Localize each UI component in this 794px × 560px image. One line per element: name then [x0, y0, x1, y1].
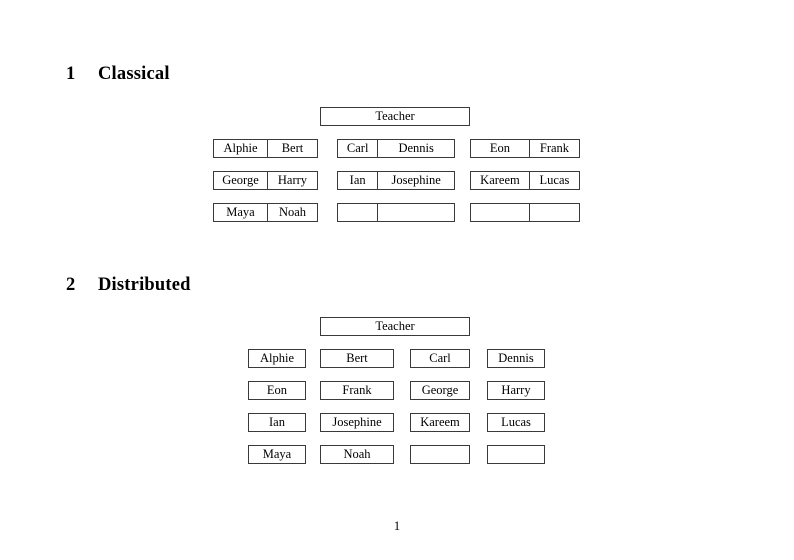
name-box-r2c3: George: [410, 381, 470, 400]
name-box-r1c4: Dennis: [487, 349, 545, 368]
name-cell: Ian: [349, 173, 366, 187]
name-cell: Maya: [226, 205, 255, 219]
name-box-r3c1: Ian: [248, 413, 306, 432]
name-cell: Carl: [346, 141, 369, 155]
pair-group-row2-col3: Kareem Lucas: [470, 171, 580, 190]
name-cell: [338, 204, 377, 221]
section-number: 1: [66, 64, 76, 84]
name-cell: Eon: [489, 141, 511, 155]
pair-group-row3-col3: [470, 203, 580, 222]
pair-group-row3-col1: Maya Noah: [213, 203, 318, 222]
name-cell: Alphie: [223, 141, 258, 155]
teacher-box-distributed: Teacher: [320, 317, 470, 336]
name-box-r4c3: [410, 445, 470, 464]
name-cell: Harry: [266, 172, 317, 189]
name-box-r2c2: Frank: [320, 381, 394, 400]
name-cell: Kareem: [480, 173, 520, 187]
name-box-r1c3: Carl: [410, 349, 470, 368]
name-box-r4c2: Noah: [320, 445, 394, 464]
name-box-r1c2: Bert: [320, 349, 394, 368]
section-heading-distributed: 2 Distributed: [66, 276, 191, 295]
pair-group-row1-col1: Alphie Bert: [213, 139, 318, 158]
pair-group-row1-col2: Carl Dennis: [337, 139, 455, 158]
name-cell: Bert: [266, 140, 317, 157]
section-title: Classical: [98, 64, 170, 84]
section-title: Distributed: [98, 275, 191, 295]
name-cell: Lucas: [528, 172, 579, 189]
name-cell: Frank: [528, 140, 579, 157]
name-cell: [528, 204, 579, 221]
name-cell: Josephine: [377, 172, 454, 189]
teacher-box-classical: Teacher: [320, 107, 470, 126]
name-cell: Noah: [266, 204, 317, 221]
name-box-r1c1: Alphie: [248, 349, 306, 368]
name-box-r3c2: Josephine: [320, 413, 394, 432]
name-cell: [471, 204, 529, 221]
name-box-r2c1: Eon: [248, 381, 306, 400]
pair-group-row2-col1: George Harry: [213, 171, 318, 190]
section-number: 2: [66, 275, 76, 295]
page-number: 1: [393, 519, 401, 533]
section-heading-classical: 1 Classical: [66, 65, 170, 84]
name-cell: George: [222, 173, 259, 187]
pair-group-row1-col3: Eon Frank: [470, 139, 580, 158]
pair-group-row2-col2: Ian Josephine: [337, 171, 455, 190]
name-box-r3c3: Kareem: [410, 413, 470, 432]
name-cell: [377, 204, 454, 221]
name-box-r3c4: Lucas: [487, 413, 545, 432]
name-cell: Dennis: [377, 140, 454, 157]
name-box-r2c4: Harry: [487, 381, 545, 400]
name-box-r4c1: Maya: [248, 445, 306, 464]
name-box-r4c4: [487, 445, 545, 464]
pair-group-row3-col2: [337, 203, 455, 222]
